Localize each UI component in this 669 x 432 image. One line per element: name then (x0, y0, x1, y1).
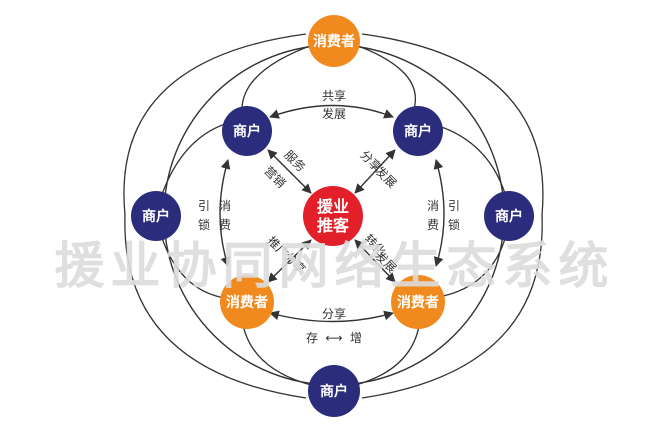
connector (431, 123, 508, 201)
connector (159, 231, 226, 299)
node-label: 商户 (495, 208, 523, 225)
node-label: 商户 (404, 123, 432, 140)
node-label: 消费者 (226, 294, 268, 311)
node-label: 商户 (142, 208, 170, 225)
node-inner-bl-consumer: 消费者 (220, 275, 274, 329)
node-bottom-merchant: 商户 (308, 365, 360, 417)
node-left-merchant: 商户 (131, 191, 181, 241)
node-label: 商户 (320, 383, 348, 400)
edge-label-diag-tl-a: 服务 (281, 147, 309, 175)
center-label-2: 推客 (317, 216, 350, 235)
connector (351, 319, 421, 387)
node-top-consumer: 消费者 (308, 15, 360, 67)
arrow-left (219, 159, 231, 267)
edge-label-right-b2: 锁 (448, 217, 460, 232)
arrow-right (433, 159, 445, 267)
outer-arc (123, 33, 307, 216)
arrow-diag-br (354, 239, 396, 283)
edge-label-diag-tl-b: 营销 (261, 164, 288, 191)
edge-label-bottom-left: 存 (306, 331, 318, 345)
outer-arc (124, 214, 307, 399)
node-right-merchant: 商户 (484, 191, 534, 241)
edge-label-right-a2: 费 (427, 218, 439, 232)
arrow-bottom (269, 310, 394, 323)
node-label: 消费者 (397, 294, 439, 311)
outer-arc (361, 33, 544, 216)
node-inner-br-consumer: 消费者 (391, 275, 445, 329)
arrow-top (269, 104, 394, 119)
arrow-diag-bl (267, 239, 312, 283)
connector (159, 123, 226, 201)
edge-label-left-a2: 锁 (198, 217, 210, 232)
edge-label-left-b1: 消 (219, 199, 231, 213)
edge-label-bottom-right: 增 (350, 331, 362, 345)
edge-label-top-2: 发展 (322, 106, 346, 121)
node-label: 商户 (233, 123, 261, 140)
connector (349, 42, 417, 113)
connector (241, 319, 316, 387)
edge-label-right-b1: 引 (448, 199, 460, 213)
edge-label-left-b2: 费 (219, 218, 231, 232)
arrow-diag-tr (354, 149, 396, 194)
connector (241, 42, 319, 113)
edge-label-bottom-arrow: ⟷ (325, 331, 342, 345)
center-label-1: 援业 (317, 197, 349, 216)
node-inner-tl-merchant: 商户 (222, 106, 272, 156)
edge-label-left-a1: 引 (198, 199, 210, 213)
node-inner-tr-merchant: 商户 (393, 106, 443, 156)
edge-label-top-1: 共享 (322, 88, 346, 103)
outer-arc (361, 214, 543, 399)
edge-label-bottom-1: 分享 (322, 306, 346, 321)
edge-label-right-a1: 消 (427, 199, 439, 213)
arrow-diag-tl (267, 149, 312, 194)
node-center: 援业 推客 (303, 186, 363, 246)
node-label: 消费者 (313, 33, 355, 50)
